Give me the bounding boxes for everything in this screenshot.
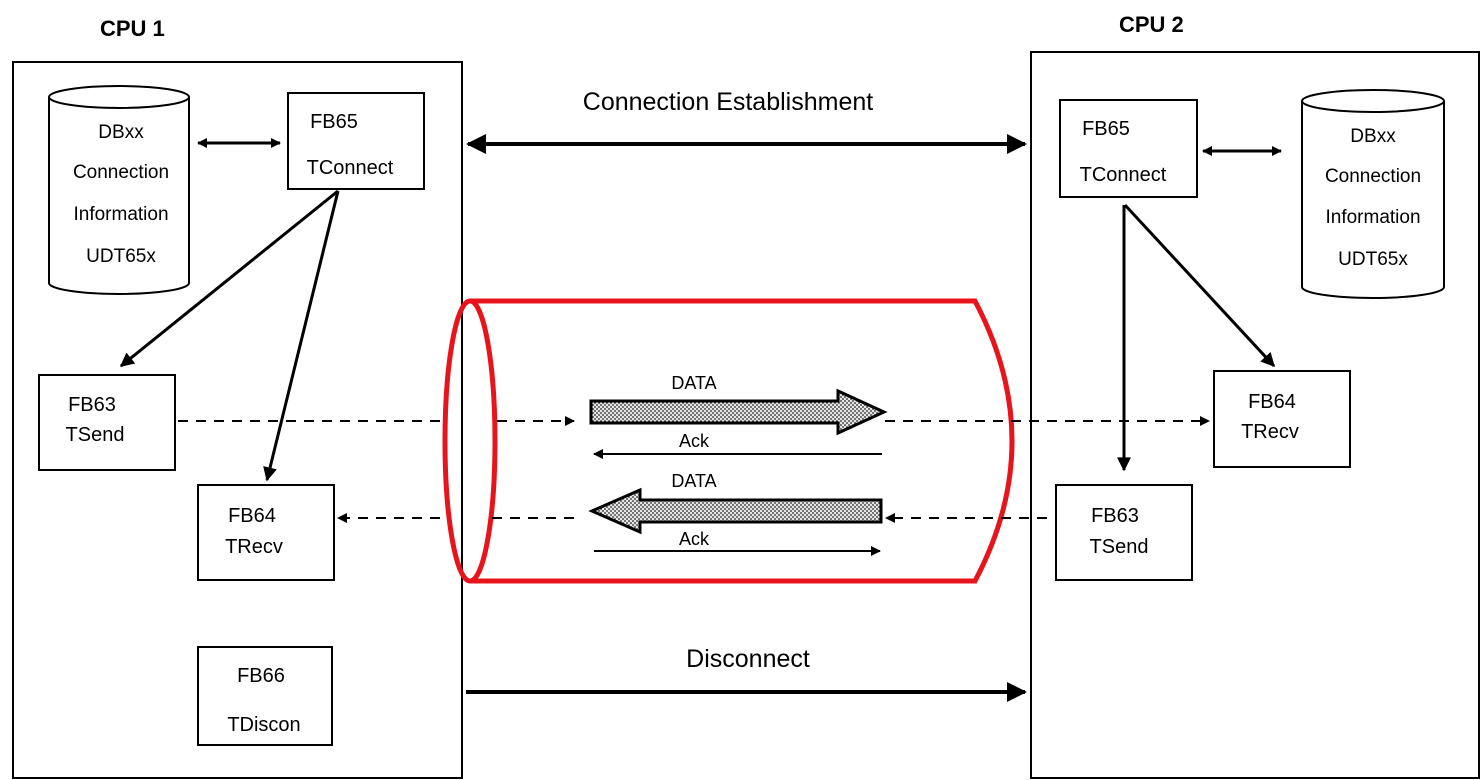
connection-establishment-label: Connection Establishment (583, 88, 873, 116)
cpu1-tconnect-block: FB65 TConnect (287, 92, 425, 190)
cpu2-db-line-4: UDT65x (1338, 249, 1408, 270)
cpu1-title: CPU 1 (100, 16, 165, 41)
cpu2-tconnect-to-trecv-arrow (1123, 203, 1276, 368)
data-arrow-right (589, 388, 888, 436)
data-label-bottom: DATA (671, 471, 716, 491)
cpu2-tconnect-line-2: TConnect (1080, 164, 1167, 186)
cpu1-tsend-line-1: FB63 (68, 394, 116, 416)
cpu1-tconnect-line-2: TConnect (307, 157, 394, 179)
cpu2-tsend-block: FB63 TSend (1055, 484, 1193, 581)
cpu1-tconnect-line-1: FB65 (310, 111, 358, 133)
cpu1-tdiscon-line-2: TDiscon (227, 714, 300, 736)
cpu1-db-line-1: DBxx (98, 122, 144, 143)
cpu1-trecv-block: FB64 TRecv (197, 484, 335, 581)
cpu1-db-line-2: Connection (73, 162, 169, 183)
cpu1-db-line-4: UDT65x (86, 246, 156, 267)
cpu2-db-line-1: DBxx (1350, 126, 1396, 147)
cpu2-tsend-line-2: TSend (1090, 536, 1149, 558)
cpu1-trecv-line-2: TRecv (225, 536, 283, 558)
cpu2-db-line-3: Information (1325, 207, 1420, 228)
cpu2-trecv-line-2: TRecv (1241, 421, 1299, 443)
ack-label-top: Ack (679, 431, 710, 451)
cpu2-frame (1030, 51, 1480, 779)
cpu2-tsend-line-1: FB63 (1091, 505, 1139, 527)
cpu2-trecv-block: FB64 TRecv (1213, 370, 1351, 468)
cpu1-db-line-3: Information (73, 204, 168, 225)
cpu2-tconnect-line-1: FB65 (1082, 118, 1130, 140)
cpu1-tconnect-to-tsend-arrow (119, 189, 339, 368)
cpu1-db-cylinder: DBxx Connection Information UDT65x (48, 85, 190, 295)
cpu1-frame (12, 61, 463, 779)
cpu1-tdiscon-line-1: FB66 (237, 665, 285, 687)
cpu1-trecv-line-1: FB64 (228, 505, 276, 527)
ack-label-bottom: Ack (679, 529, 710, 549)
data-label-top: DATA (671, 373, 716, 393)
cpu1-tsend-block: FB63 TSend (38, 374, 176, 471)
cpu1-tsend-line-2: TSend (66, 424, 125, 446)
cpu1-tdiscon-block: FB66 TDiscon (197, 646, 333, 746)
connection-tube (442, 298, 1015, 584)
cpu2-tconnect-block: FB65 TConnect (1059, 99, 1198, 198)
cpu2-db-line-2: Connection (1325, 166, 1421, 187)
cpu1-tconnect-to-trecv-arrow (263, 190, 340, 482)
data-arrow-left (588, 487, 883, 535)
cpu2-trecv-line-1: FB64 (1248, 391, 1296, 413)
cpu2-title: CPU 2 (1119, 12, 1184, 37)
cpu2-db-cylinder: DBxx Connection Information UDT65x (1301, 89, 1445, 299)
disconnect-label: Disconnect (686, 645, 810, 673)
